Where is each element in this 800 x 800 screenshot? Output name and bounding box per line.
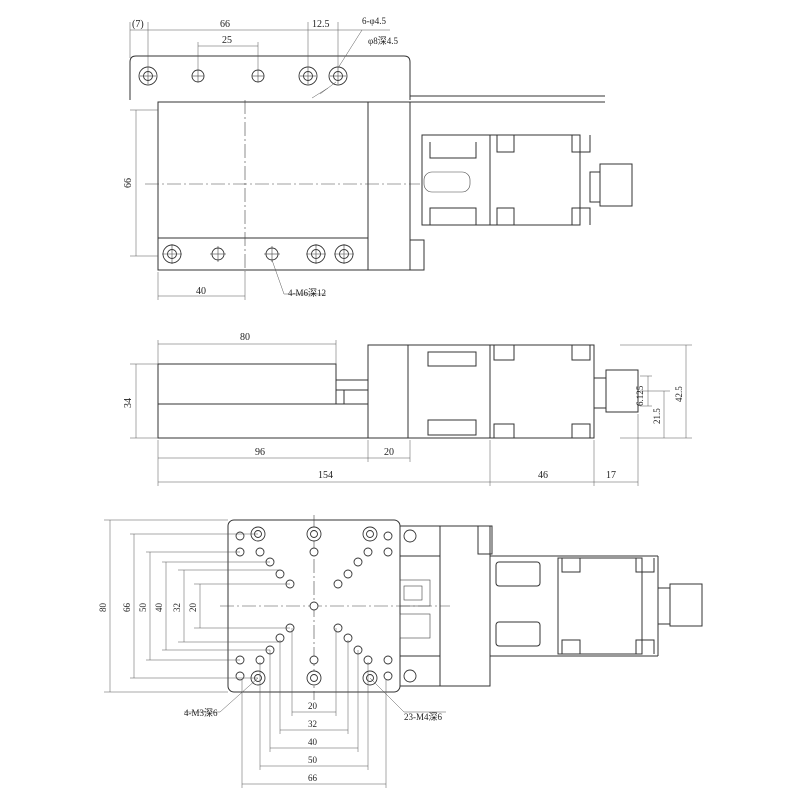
coupling-slot	[423, 171, 471, 193]
callout-m3: 4-M3深6	[184, 708, 218, 718]
dim-top-side-66: 66	[123, 178, 134, 188]
dim-side-96: 96	[255, 447, 265, 458]
dim-bottom-h50: 50	[308, 755, 318, 765]
dim-bottom-v20: 20	[188, 603, 198, 613]
callout-m4: 23-M4深6	[404, 712, 442, 722]
coupling-top	[421, 134, 491, 226]
dim-bottom-v66: 66	[122, 603, 132, 613]
motor-bottom	[557, 557, 643, 655]
dim-bottom-v40: 40	[154, 603, 164, 613]
carriage-side	[157, 363, 337, 405]
side-view: 80 34 96 20 154 46 17	[123, 332, 692, 486]
motor-knob-top	[599, 163, 633, 207]
top-view: (7) 66 12.5 25 6-φ4.5 φ8深4.5	[123, 16, 633, 300]
motor-top	[489, 134, 581, 226]
stage-body-extension	[367, 101, 411, 271]
end-plate-side	[367, 344, 409, 439]
callout-6-holes: 6-φ4.5	[362, 16, 386, 26]
dim-bottom-h66: 66	[308, 773, 318, 783]
motor-knob-bottom	[669, 583, 703, 627]
hole-strip-holes	[138, 66, 348, 86]
hole-strip-outline	[129, 55, 411, 100]
dim-side-21-5: 21.5	[652, 408, 662, 424]
callout-counterbore: φ8深4.5	[368, 36, 398, 46]
coupling-side	[407, 344, 491, 439]
stage-body-top	[157, 101, 369, 271]
dim-bottom-h40: 40	[308, 737, 318, 747]
dim-top-40: 40	[196, 286, 206, 297]
hole-callout-leader	[337, 29, 363, 69]
dim-top-66: 66	[220, 19, 230, 30]
dim-side-20: 20	[384, 447, 394, 458]
dim-top-25: 25	[222, 35, 232, 46]
motor-knob-side	[605, 369, 639, 413]
dim-bottom-h20: 20	[308, 701, 318, 711]
callout-m6: 4-M6深12	[288, 288, 326, 298]
dim-side-42-5: 42.5	[674, 386, 684, 402]
dim-bottom-v32: 32	[172, 603, 182, 612]
dim-side-6-125: 6.125	[635, 385, 645, 406]
side-knob-small	[409, 239, 425, 271]
table-holes	[235, 526, 417, 686]
bottom-row-holes	[162, 244, 354, 264]
dim-side-34: 34	[123, 398, 134, 408]
dim-top-12-5: 12.5	[312, 19, 330, 30]
dim-bottom-v80: 80	[98, 603, 108, 613]
dim-side-80: 80	[240, 332, 250, 343]
dim-side-46: 46	[538, 470, 548, 481]
dim-bottom-v50: 50	[138, 603, 148, 613]
dim-bottom-h32: 32	[308, 719, 317, 729]
dim-top-7: (7)	[132, 19, 144, 30]
bottom-view: 80 66 50 40 32 20 20 32 40 5	[98, 515, 703, 788]
dim-side-17: 17	[606, 470, 616, 481]
base-side	[157, 403, 369, 439]
dim-side-154: 154	[318, 470, 333, 481]
